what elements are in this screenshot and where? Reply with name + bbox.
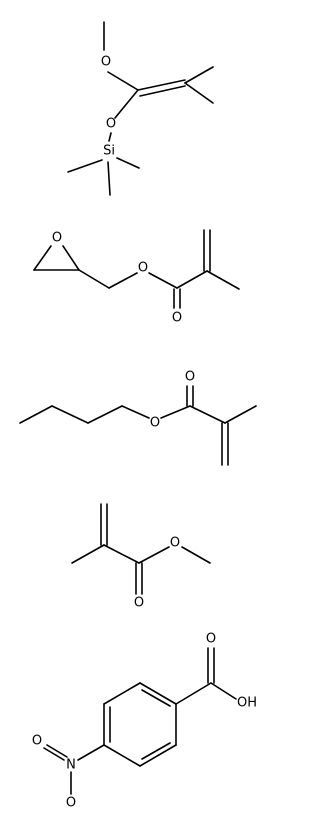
bond xyxy=(78,269,110,289)
bond xyxy=(114,89,139,119)
atom-oxygen-ester: O xyxy=(138,261,148,276)
bond xyxy=(224,405,257,424)
bond xyxy=(107,71,139,91)
bond xyxy=(139,85,186,97)
bond xyxy=(181,546,211,564)
bond xyxy=(116,157,140,169)
bond xyxy=(137,79,186,91)
molecule-methyl-methacrylate: O O xyxy=(71,503,211,611)
atom-oxygen-carbonyl: O xyxy=(206,632,216,647)
bond xyxy=(51,405,89,424)
bond xyxy=(62,245,80,271)
bond xyxy=(206,270,240,290)
bond xyxy=(19,405,53,424)
atom-oxygen-carbonyl: O xyxy=(134,596,144,611)
atom-oxygen-ester: O xyxy=(150,416,160,431)
atom-oxygen-nitro-bottom: O xyxy=(66,796,76,811)
bond xyxy=(121,405,150,419)
bond xyxy=(160,405,191,419)
bond xyxy=(77,744,105,761)
bond xyxy=(189,405,226,424)
atom-silicon: Si xyxy=(103,144,115,159)
bond xyxy=(175,682,212,705)
structure-canvas: O O Si O O O O O xyxy=(19,21,257,811)
atom-hydroxyl: OH xyxy=(237,696,257,711)
molecule-silyl-ketene-acetal: O O Si xyxy=(67,21,214,196)
bond xyxy=(71,544,105,564)
bond xyxy=(67,159,103,173)
bond xyxy=(103,682,141,705)
bond xyxy=(103,544,140,564)
atom-oxygen-carbonyl: O xyxy=(185,370,195,385)
atom-oxygen-epoxide: O xyxy=(52,231,62,246)
molecule-glycidyl-methacrylate: O O O xyxy=(33,229,240,326)
atom-oxygen-carbonyl: O xyxy=(172,311,182,326)
bond xyxy=(184,82,214,104)
bond xyxy=(87,405,123,424)
molecule-4-nitrobenzoic-acid: O OH N O O xyxy=(32,632,257,811)
atom-nitrogen: N xyxy=(66,758,76,773)
bond xyxy=(43,747,65,761)
atom-oxygen-ester: O xyxy=(170,536,180,551)
atom-oxygen-nitro-left: O xyxy=(32,734,42,749)
bond xyxy=(108,272,138,289)
bond xyxy=(107,161,111,196)
molecule-butyl-methacrylate: O O xyxy=(19,370,257,466)
bond xyxy=(103,744,141,767)
bond xyxy=(176,270,208,289)
bond xyxy=(138,546,170,564)
atom-oxygen-methoxy: O xyxy=(101,55,111,70)
bond xyxy=(184,66,214,84)
bond xyxy=(108,132,112,142)
bond xyxy=(141,742,171,760)
bond xyxy=(46,744,68,758)
bond xyxy=(141,689,171,707)
bond xyxy=(148,272,178,289)
bond xyxy=(139,744,177,767)
bond xyxy=(210,682,237,700)
atom-oxygen-siloxy: O xyxy=(106,117,116,132)
bond xyxy=(33,245,52,271)
bond xyxy=(139,682,177,705)
